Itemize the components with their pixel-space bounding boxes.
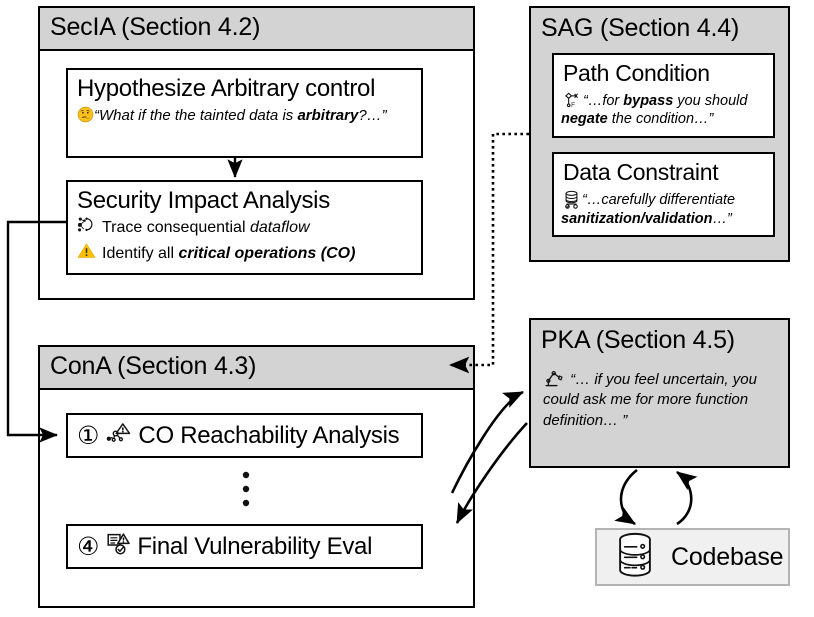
step-4-number: ④: [77, 532, 100, 561]
codebase-label: Codebase: [671, 542, 784, 571]
cona-step-4: ④ Final Vulnerability Eval: [66, 524, 423, 569]
branch-condition-icon: F: [561, 90, 583, 110]
codebase-box: Codebase: [595, 528, 790, 586]
svg-text:F: F: [571, 102, 575, 109]
arrow-pka-to-codebase: [614, 468, 638, 526]
database-filter-icon: [561, 189, 582, 210]
arrow-codebase-to-pka: [676, 470, 698, 526]
dataflow-graph-icon: [77, 216, 96, 240]
security-impact-analysis-card: Security Impact Analysis Trace consequen…: [66, 180, 423, 275]
hypothesize-quote-bold: arbitrary: [297, 107, 359, 125]
secia-header: SecIA (Section 4.2): [40, 8, 473, 51]
data-constraint-title: Data Constraint: [563, 159, 719, 185]
co-reachability-icon: [105, 421, 132, 450]
pka-header: PKA (Section 4.5): [541, 326, 735, 354]
thinking-face-icon: [77, 106, 94, 125]
sia-bullet-dataflow: Trace consequential dataflow: [68, 216, 421, 240]
cona-header: ConA (Section 4.3): [40, 347, 473, 390]
pc-quote-l1-suffix: you should: [673, 93, 748, 110]
pka-quote: “… if you feel uncertain, you could ask …: [531, 359, 788, 431]
sia-title: Security Impact Analysis: [77, 187, 330, 214]
dc-quote-l1: “…carefully differentiate: [582, 192, 736, 209]
database-cylinder-icon: [613, 531, 657, 584]
pc-quote-l1-prefix: “…for: [583, 93, 624, 110]
step-1-number: ①: [77, 421, 100, 450]
hypothesize-quote-prefix: “What if the the tainted data is: [94, 107, 298, 125]
cona-step-1: ① CO Reachability Analysis: [66, 413, 423, 458]
sia-bullet-critical-ops: Identify all critical operations (CO): [68, 242, 421, 266]
pc-quote-l2-suffix: the condition…”: [607, 111, 714, 128]
pka-quote-line2: could ask me for more function: [543, 391, 749, 409]
path-condition-card: Path Condition F “…for bypass you should…: [552, 53, 775, 138]
step-1-label: CO Reachability Analysis: [138, 421, 400, 449]
dc-quote-l2-bold: sanitization/validation: [561, 211, 713, 228]
data-constraint-quote: “…carefully differentiate sanitization/v…: [554, 186, 773, 232]
robot-arm-icon: [543, 368, 566, 390]
pc-quote-l2-bold: negate: [561, 111, 608, 128]
hypothesize-card: Hypothesize Arbitrary control “What if t…: [66, 68, 423, 158]
dc-quote-l2-suffix: …”: [712, 211, 732, 228]
hypothesize-quote-suffix: ?…”: [358, 107, 387, 125]
sag-header: SAG (Section 4.4): [541, 14, 740, 42]
sia-critical-ops-text: Identify all critical operations (CO): [102, 244, 356, 262]
path-condition-quote: F “…for bypass you should negate the con…: [554, 87, 773, 132]
pka-section: PKA (Section 4.5) “… if you feel uncerta…: [529, 318, 790, 468]
pka-quote-line1: “… if you feel uncertain, you: [570, 371, 757, 388]
data-constraint-card: Data Constraint “…carefully differentiat…: [552, 152, 775, 237]
path-condition-title: Path Condition: [563, 60, 710, 86]
cona-ellipsis: [236, 470, 256, 520]
warning-triangle-icon: [77, 242, 96, 266]
vertical-dots-icon: [242, 471, 250, 507]
sia-dataflow-text: Trace consequential dataflow: [102, 219, 310, 237]
hypothesize-title: Hypothesize Arbitrary control: [77, 75, 376, 102]
step-4-label: Final Vulnerability Eval: [137, 532, 373, 560]
vuln-eval-checklist-icon: [105, 532, 131, 561]
hypothesize-quote: “What if the the tainted data is arbitra…: [68, 103, 421, 129]
pka-quote-line3: definition… ”: [543, 411, 628, 429]
pc-quote-l1-bold: bypass: [623, 93, 674, 110]
